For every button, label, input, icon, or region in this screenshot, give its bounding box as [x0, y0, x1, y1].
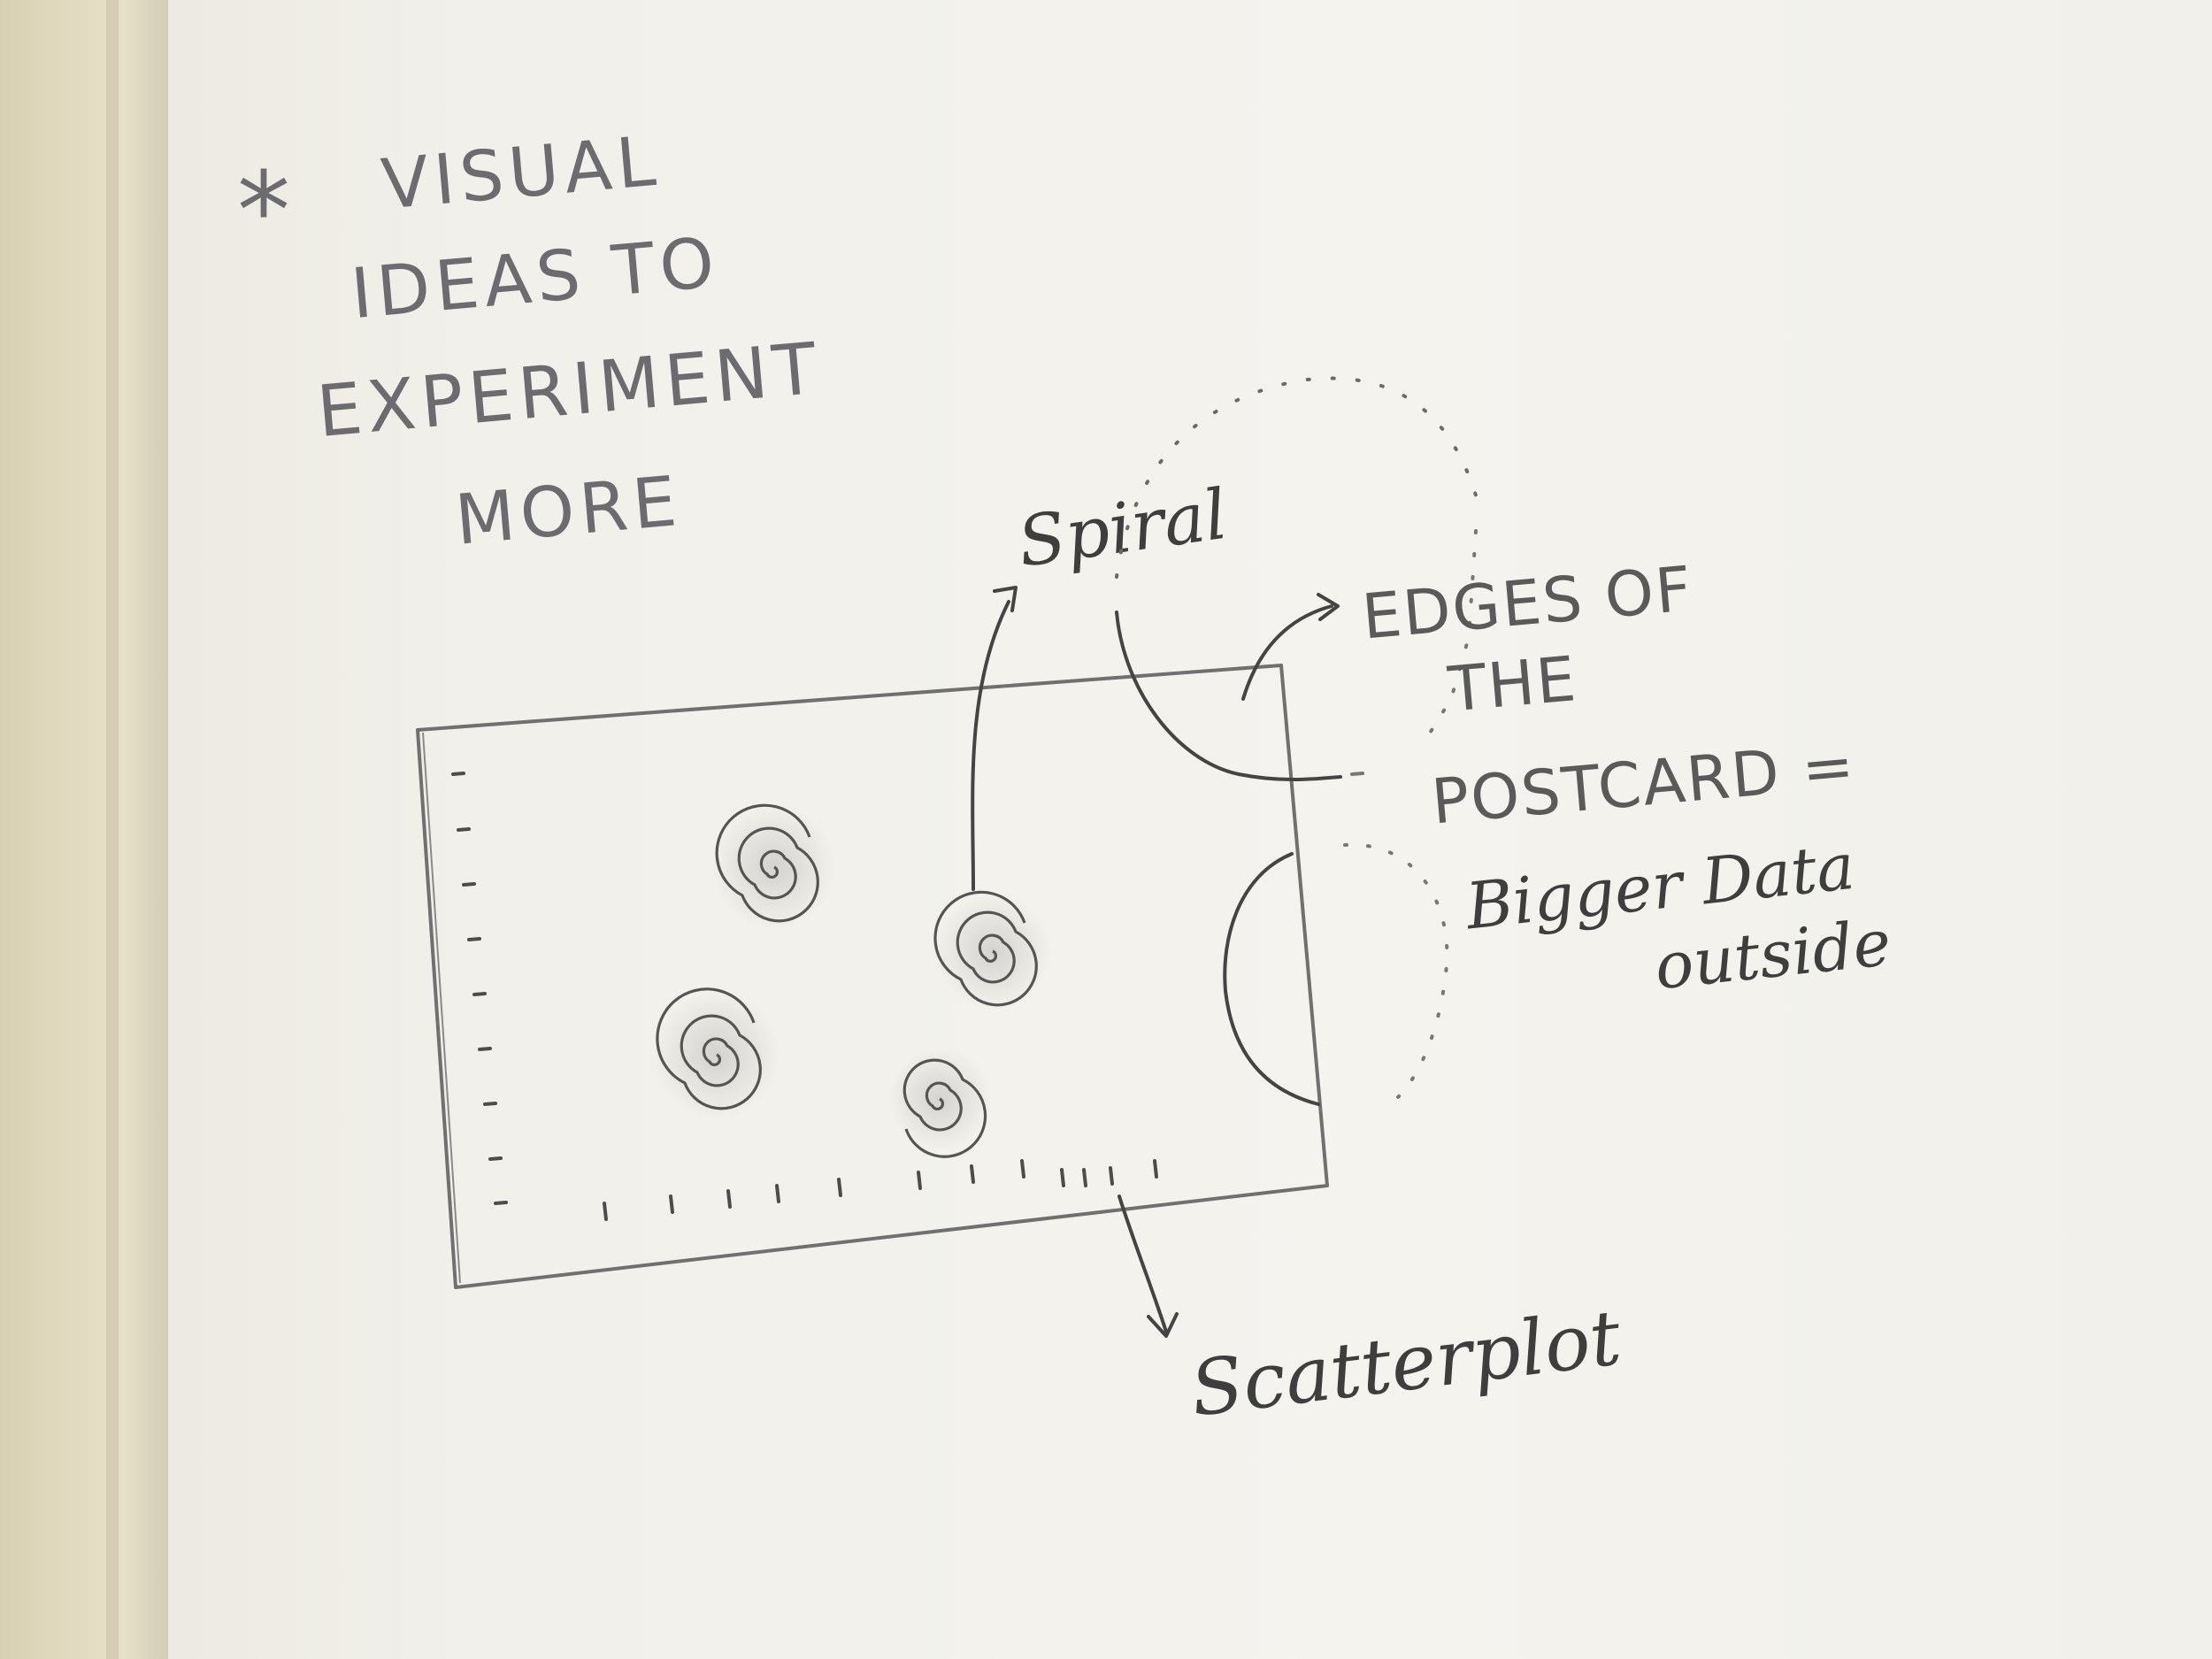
dashed-arc-top — [1115, 376, 1478, 579]
y-axis-ticks — [451, 772, 508, 1205]
left-page-edge — [0, 0, 177, 1659]
x-axis-ticks — [603, 1159, 1158, 1221]
edges-line-2: THE — [1445, 642, 1580, 726]
edges-arrow — [1241, 604, 1333, 701]
solid-arc-bottom — [1223, 852, 1320, 1106]
postcard-outline — [416, 664, 1329, 1289]
scatter-arrow-head — [1147, 1312, 1179, 1338]
dashed-arc-top-end — [1427, 529, 1478, 736]
edges-arrow-head — [1317, 593, 1340, 621]
spiral-arrow — [971, 600, 1010, 891]
page-gutter-shadow — [106, 0, 119, 1659]
postcard-left-edge — [422, 732, 461, 1284]
heading-block: VISUAL IDEAS TO EXPERIMENT MORE — [314, 121, 826, 561]
spiral-arrow-head — [993, 586, 1018, 612]
spiral-point-1 — [712, 803, 836, 929]
asterisk-mark: * — [237, 150, 296, 273]
solid-arc-top — [1115, 611, 1342, 782]
spiral-point-3 — [653, 987, 780, 1118]
paper-sheet — [168, 0, 2212, 1659]
arc-dot — [1350, 772, 1364, 776]
scatter-arrow — [1118, 1194, 1168, 1333]
spiral-point-2 — [933, 890, 1051, 1010]
heading-line-4: MORE — [452, 462, 685, 561]
spiral-point-4 — [888, 1048, 991, 1158]
